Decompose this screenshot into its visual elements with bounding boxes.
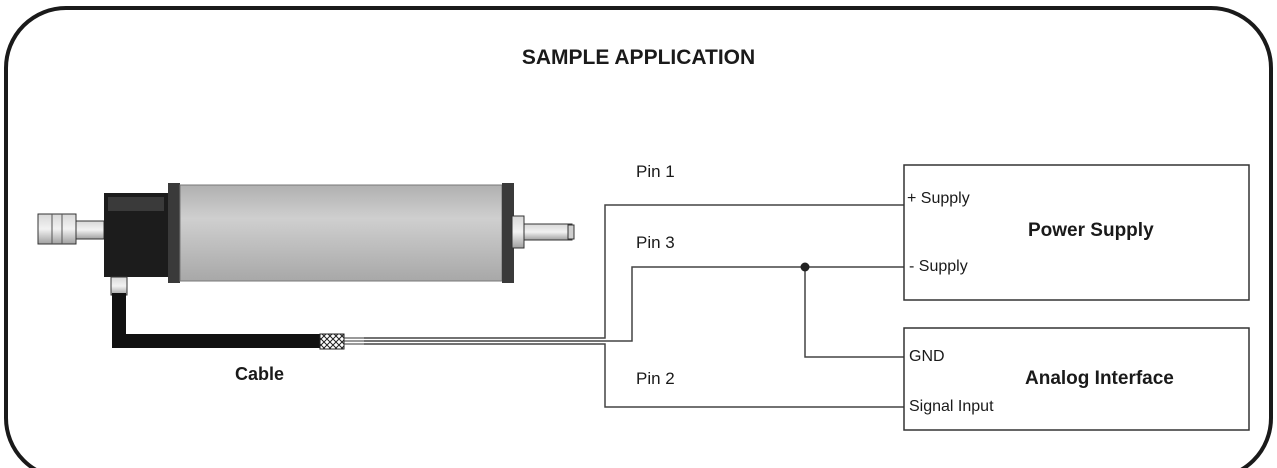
- wire-gnd: [804, 267, 904, 358]
- cable-braid: [319, 333, 345, 350]
- pin1-label: Pin 1: [636, 162, 675, 181]
- pin2-label: Pin 2: [636, 369, 675, 388]
- frame-border: [4, 6, 1273, 468]
- wires: [364, 204, 904, 408]
- sensor-left-cap: [168, 183, 180, 283]
- pin3-label: Pin 3: [636, 233, 675, 252]
- sensor-left-nut: [37, 213, 77, 245]
- analog-interface-box: [903, 327, 1250, 431]
- signal-input-label: Signal Input: [909, 398, 994, 415]
- wire-pin1: [364, 204, 904, 339]
- wire-pin2: [364, 343, 904, 408]
- linear-sensor: [37, 183, 575, 296]
- cable-connector: [110, 276, 128, 296]
- sensor-left-rod: [75, 220, 105, 240]
- analog-interface-title: Analog Interface: [1025, 368, 1174, 389]
- power-supply-title: Power Supply: [1028, 220, 1154, 241]
- sensor-body: [179, 184, 503, 282]
- gnd-label: GND: [909, 348, 945, 365]
- sensor-right-cap: [502, 183, 514, 283]
- minus-supply-label: - Supply: [909, 258, 968, 275]
- plus-supply-label: + Supply: [907, 190, 970, 207]
- junction-dot: [800, 262, 810, 272]
- wire-pin3: [364, 266, 904, 342]
- diagram-title: SAMPLE APPLICATION: [521, 46, 756, 69]
- cable: [112, 293, 364, 350]
- cable-label: Cable: [235, 364, 285, 384]
- power-supply-box: [903, 164, 1250, 301]
